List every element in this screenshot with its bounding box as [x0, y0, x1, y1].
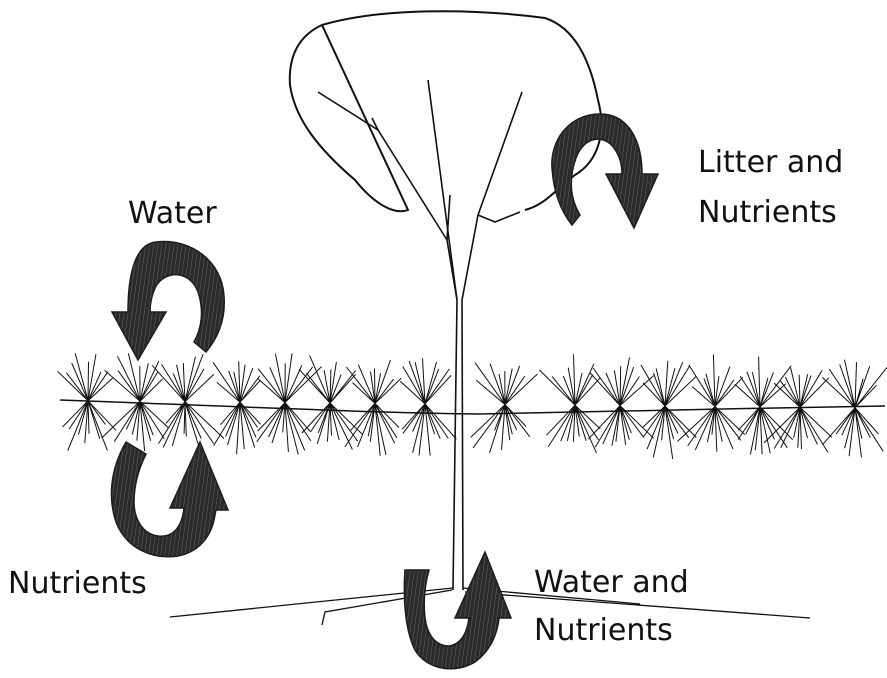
water-nutrients-label-line1: Water and [534, 565, 689, 601]
curved-arrow-icon [404, 552, 511, 669]
water-label: Water [128, 196, 217, 232]
grass-tuft-icon [539, 354, 600, 453]
grass-layer [58, 353, 887, 459]
litter-label-line1: Litter and [698, 145, 843, 181]
grass-tuft-icon [471, 363, 538, 453]
grass-tuft-icon [735, 357, 793, 455]
water-nutrients-arrow [404, 552, 511, 669]
water-nutrients-label-line2: Nutrients [534, 613, 673, 649]
grass-tuft-icon [152, 354, 224, 448]
tree-trunk-and-branches [318, 80, 522, 590]
litter-arrow [552, 114, 658, 228]
curved-arrow-icon [111, 442, 228, 557]
grass-tuft-icon [822, 360, 887, 458]
curved-arrow-icon [112, 242, 224, 360]
litter-label-line2: Nutrients [698, 195, 837, 231]
nutrients-label: Nutrients [8, 566, 147, 602]
grass-tuft-icon [257, 353, 322, 454]
nutrients-arrow [111, 442, 228, 557]
grass-tuft-icon [400, 358, 456, 455]
water-arrow [112, 242, 224, 360]
curved-arrow-icon [552, 114, 658, 228]
grass-tuft-icon [345, 360, 401, 456]
